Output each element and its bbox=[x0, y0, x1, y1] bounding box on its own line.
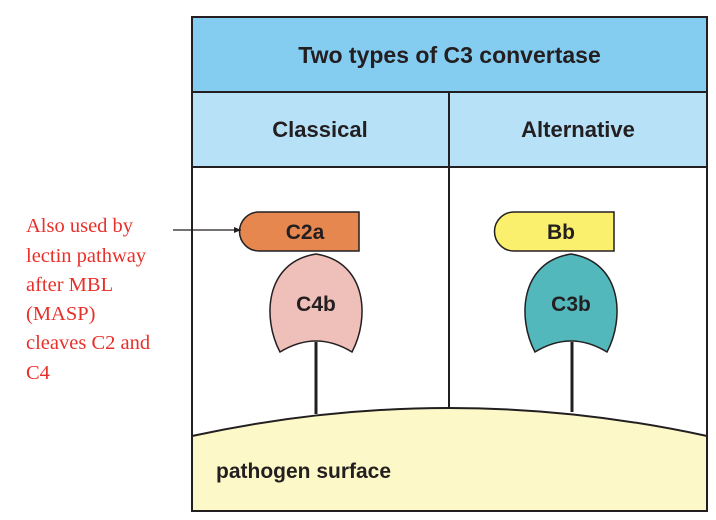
surface-boundary bbox=[191, 407, 708, 437]
annotation-text: Also used by lectin pathway after MBL (M… bbox=[26, 215, 150, 384]
bb-shape bbox=[493, 211, 615, 252]
column-heading-alternative: Alternative bbox=[521, 117, 635, 142]
annotation-line: Also used by bbox=[26, 215, 134, 237]
c3b-shape bbox=[524, 253, 618, 354]
surface-label: pathogen surface bbox=[216, 460, 391, 483]
outer-border bbox=[191, 16, 708, 512]
annotation-line: lectin pathway bbox=[26, 245, 147, 267]
pathogen-surface bbox=[192, 408, 707, 511]
c4b-label: C4b bbox=[296, 293, 336, 316]
annotation-line: (MASP) bbox=[26, 303, 96, 325]
bb-label: Bb bbox=[547, 221, 575, 244]
c2a-label: C2a bbox=[286, 221, 325, 244]
c2a-shape bbox=[238, 211, 360, 252]
annotation-line: after MBL bbox=[26, 274, 113, 296]
column-heading-classical: Classical bbox=[272, 117, 367, 142]
annotation-line: cleaves C2 and bbox=[26, 332, 150, 354]
c4b-shape bbox=[269, 253, 363, 354]
c3b-label: C3b bbox=[551, 293, 591, 316]
title-band bbox=[192, 17, 707, 92]
diagram-title: Two types of C3 convertase bbox=[298, 42, 601, 68]
annotation-line: C4 bbox=[26, 362, 50, 384]
